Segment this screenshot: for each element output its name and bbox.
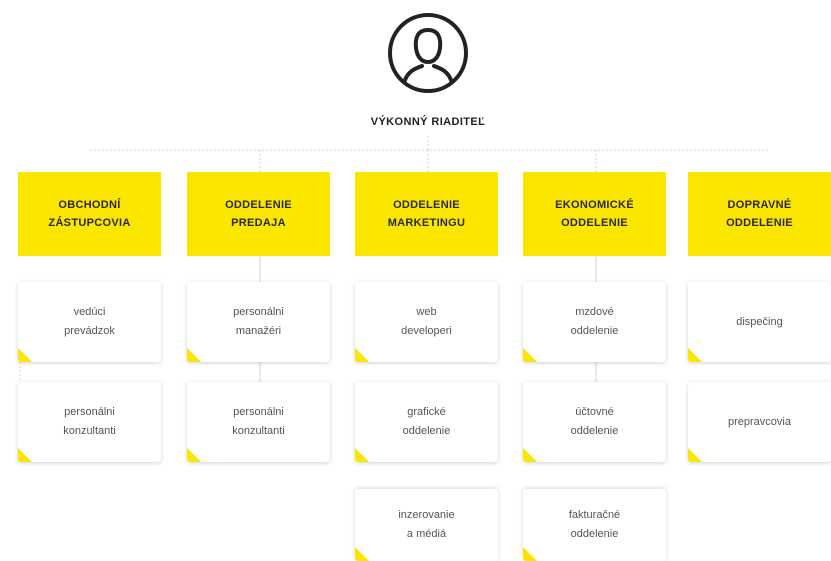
dept-label: DOPRAVNÉ ODDELENIE <box>726 199 793 229</box>
unit-card: dispečing <box>688 282 831 362</box>
unit-card: inzerovanie a médiá <box>355 489 498 561</box>
dept-header-obchodni: OBCHODNÍ ZÁSTUPCOVIA <box>18 172 161 256</box>
corner-accent <box>523 547 537 561</box>
corner-accent <box>18 448 32 462</box>
unit-label: personálni konzultanti <box>63 406 116 437</box>
unit-label: web developeri <box>401 306 452 337</box>
unit-card: účtovné oddelenie <box>523 382 666 462</box>
dept-label: ODDELENIE MARKETINGU <box>387 199 466 229</box>
dept-header-ekonomicke: EKONOMICKÉ ODDELENIE <box>523 172 666 256</box>
corner-accent <box>355 547 369 561</box>
unit-card: prepravcovia <box>688 382 831 462</box>
unit-label: grafické oddelenie <box>402 406 451 437</box>
corner-accent <box>523 348 537 362</box>
corner-accent <box>187 448 201 462</box>
corner-accent <box>187 348 201 362</box>
unit-label: prepravcovia <box>728 415 791 428</box>
unit-card: fakturačné oddelenie <box>523 489 666 561</box>
dept-header-predaj: ODDELENIE PREDAJA <box>187 172 330 256</box>
unit-card: vedúci prevádzok <box>18 282 161 362</box>
dept-label: EKONOMICKÉ ODDELENIE <box>555 199 634 229</box>
corner-accent <box>688 348 702 362</box>
unit-card: mzdové oddelenie <box>523 282 666 362</box>
unit-label: účtovné oddelenie <box>570 406 619 437</box>
corner-accent <box>688 448 702 462</box>
unit-label: dispečing <box>736 315 783 328</box>
unit-card: web developeri <box>355 282 498 362</box>
corner-accent <box>355 448 369 462</box>
unit-card: personálni konzultanti <box>187 382 330 462</box>
dept-label: ODDELENIE PREDAJA <box>225 199 292 229</box>
unit-label: inzerovanie a médiá <box>398 509 455 540</box>
dept-header-dopravne: DOPRAVNÉ ODDELENIE <box>688 172 831 256</box>
unit-card: personálni manažéri <box>187 282 330 362</box>
unit-card: personálni konzultanti <box>18 382 161 462</box>
unit-label: mzdové oddelenie <box>570 306 619 337</box>
unit-label: fakturačné oddelenie <box>568 509 621 540</box>
dept-header-marketing: ODDELENIE MARKETINGU <box>355 172 498 256</box>
user-icon <box>388 13 468 93</box>
corner-accent <box>523 448 537 462</box>
unit-card: grafické oddelenie <box>355 382 498 462</box>
unit-label: personálni konzultanti <box>232 406 285 437</box>
ceo-title: VÝKONNÝ RIADITEĽ <box>370 116 486 128</box>
unit-label: vedúci prevádzok <box>64 306 115 337</box>
unit-label: personálni manažéri <box>233 306 284 337</box>
corner-accent <box>355 348 369 362</box>
corner-accent <box>18 348 32 362</box>
dept-label: OBCHODNÍ ZÁSTUPCOVIA <box>48 199 131 229</box>
